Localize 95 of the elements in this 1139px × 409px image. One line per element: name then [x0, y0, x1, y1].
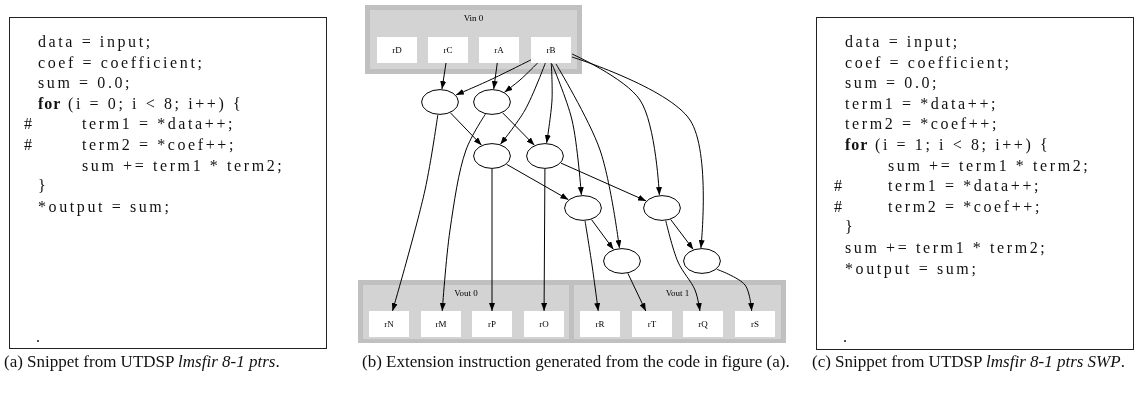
line-marker: # — [24, 135, 35, 155]
register-box — [479, 37, 519, 63]
code-line: sum += term1 * term2; — [845, 238, 1048, 258]
code-line: term1 = *data++; — [82, 114, 236, 135]
code-line: term1 = *data++; — [845, 93, 999, 114]
code-line: coef = coefficient; — [38, 52, 205, 73]
register-box — [683, 311, 723, 337]
code-line: term1 = *data++; — [888, 176, 1042, 197]
arrow — [502, 112, 535, 146]
arrow — [499, 62, 546, 145]
arrow — [551, 63, 584, 196]
arrow — [555, 63, 622, 249]
group-label: Vin 0 — [463, 13, 484, 23]
arrow — [571, 53, 662, 196]
register-box — [531, 37, 571, 63]
arrow — [449, 112, 483, 146]
code-line: *output = sum; — [38, 196, 172, 218]
operation-ellipse — [526, 143, 564, 169]
register-group — [365, 5, 582, 74]
operation-ellipse — [603, 248, 641, 274]
code-panel — [9, 17, 327, 349]
code-line: sum = 0.0; — [38, 73, 133, 94]
code-line: for (i = 1; i < 8; i++) { — [845, 135, 1051, 156]
arrow — [591, 219, 614, 250]
register-name: rB — [546, 45, 556, 55]
arrow — [391, 114, 439, 312]
group-label: Vout 0 — [454, 288, 478, 298]
register-box — [580, 311, 620, 337]
arrow — [455, 59, 532, 96]
register-box — [472, 311, 512, 337]
register-name: rO — [539, 319, 549, 329]
code-line: term2 = *coef++; — [845, 114, 999, 135]
operation-ellipse — [643, 195, 681, 221]
code-line: data = input; — [38, 32, 153, 53]
line-marker: # — [834, 176, 845, 197]
arrow — [504, 62, 539, 93]
operation-ellipse — [564, 195, 602, 221]
line-marker: # — [834, 196, 845, 217]
register-box — [735, 311, 775, 337]
operation-ellipse — [683, 248, 721, 274]
arrow — [627, 272, 647, 312]
code-line: } — [38, 176, 49, 197]
register-group — [363, 285, 569, 339]
code-line: sum += term1 * term2; — [82, 155, 285, 176]
arrow — [440, 62, 447, 90]
arrow — [544, 62, 553, 144]
code-panel — [816, 17, 1134, 350]
group-label: Vout 1 — [665, 288, 690, 298]
arrow — [716, 268, 754, 312]
arrow — [439, 113, 486, 312]
figure-caption: (b) Extension instruction generated from the code in figure (a). — [362, 351, 791, 372]
register-box — [524, 311, 564, 337]
arrow — [489, 168, 495, 312]
arrow — [541, 168, 548, 312]
register-name: rP — [488, 319, 496, 329]
register-box — [421, 311, 461, 337]
register-name: rT — [647, 319, 657, 329]
code-line: . — [843, 327, 850, 347]
code-line: coef = coefficient; — [845, 52, 1012, 73]
register-name: rD — [392, 45, 402, 55]
register-name: rN — [384, 319, 394, 329]
code-line: data = input; — [845, 32, 960, 53]
register-name: rS — [751, 319, 759, 329]
line-marker: # — [24, 114, 35, 135]
arrow — [584, 220, 601, 312]
register-box — [632, 311, 672, 337]
code-line: for (i = 0; i < 8; i++) { — [38, 93, 244, 115]
arrow — [571, 56, 705, 249]
register-box — [428, 37, 468, 63]
code-line: } — [845, 217, 856, 238]
code-line: *output = sum; — [845, 258, 979, 280]
figure-caption: (c) Snippet from UTDSP lmsfir 8-1 ptrs SWP. — [812, 351, 1126, 372]
register-box — [369, 311, 409, 337]
code-line: . — [36, 327, 43, 347]
register-name: rQ — [698, 319, 708, 329]
register-name: rC — [443, 45, 453, 55]
register-name: rR — [595, 319, 605, 329]
code-line: term2 = *coef++; — [888, 196, 1042, 217]
code-line: sum += term1 * term2; — [888, 155, 1091, 176]
operation-ellipse — [421, 89, 459, 115]
operation-ellipse — [473, 143, 511, 169]
arrow — [506, 163, 569, 201]
arrow — [560, 162, 647, 202]
figure-caption: (a) Snippet from UTDSP lmsfir 8-1 ptrs. — [4, 351, 281, 372]
code-line: term2 = *coef++; — [82, 135, 236, 155]
arrow — [670, 219, 694, 250]
register-group — [574, 285, 781, 339]
arrow — [665, 220, 702, 312]
register-name: rA — [494, 45, 504, 55]
arrow — [491, 62, 498, 90]
group-band — [358, 280, 786, 343]
register-name: rM — [435, 319, 447, 329]
register-box — [377, 37, 417, 63]
operation-ellipse — [473, 89, 511, 115]
code-line: sum = 0.0; — [845, 73, 940, 94]
